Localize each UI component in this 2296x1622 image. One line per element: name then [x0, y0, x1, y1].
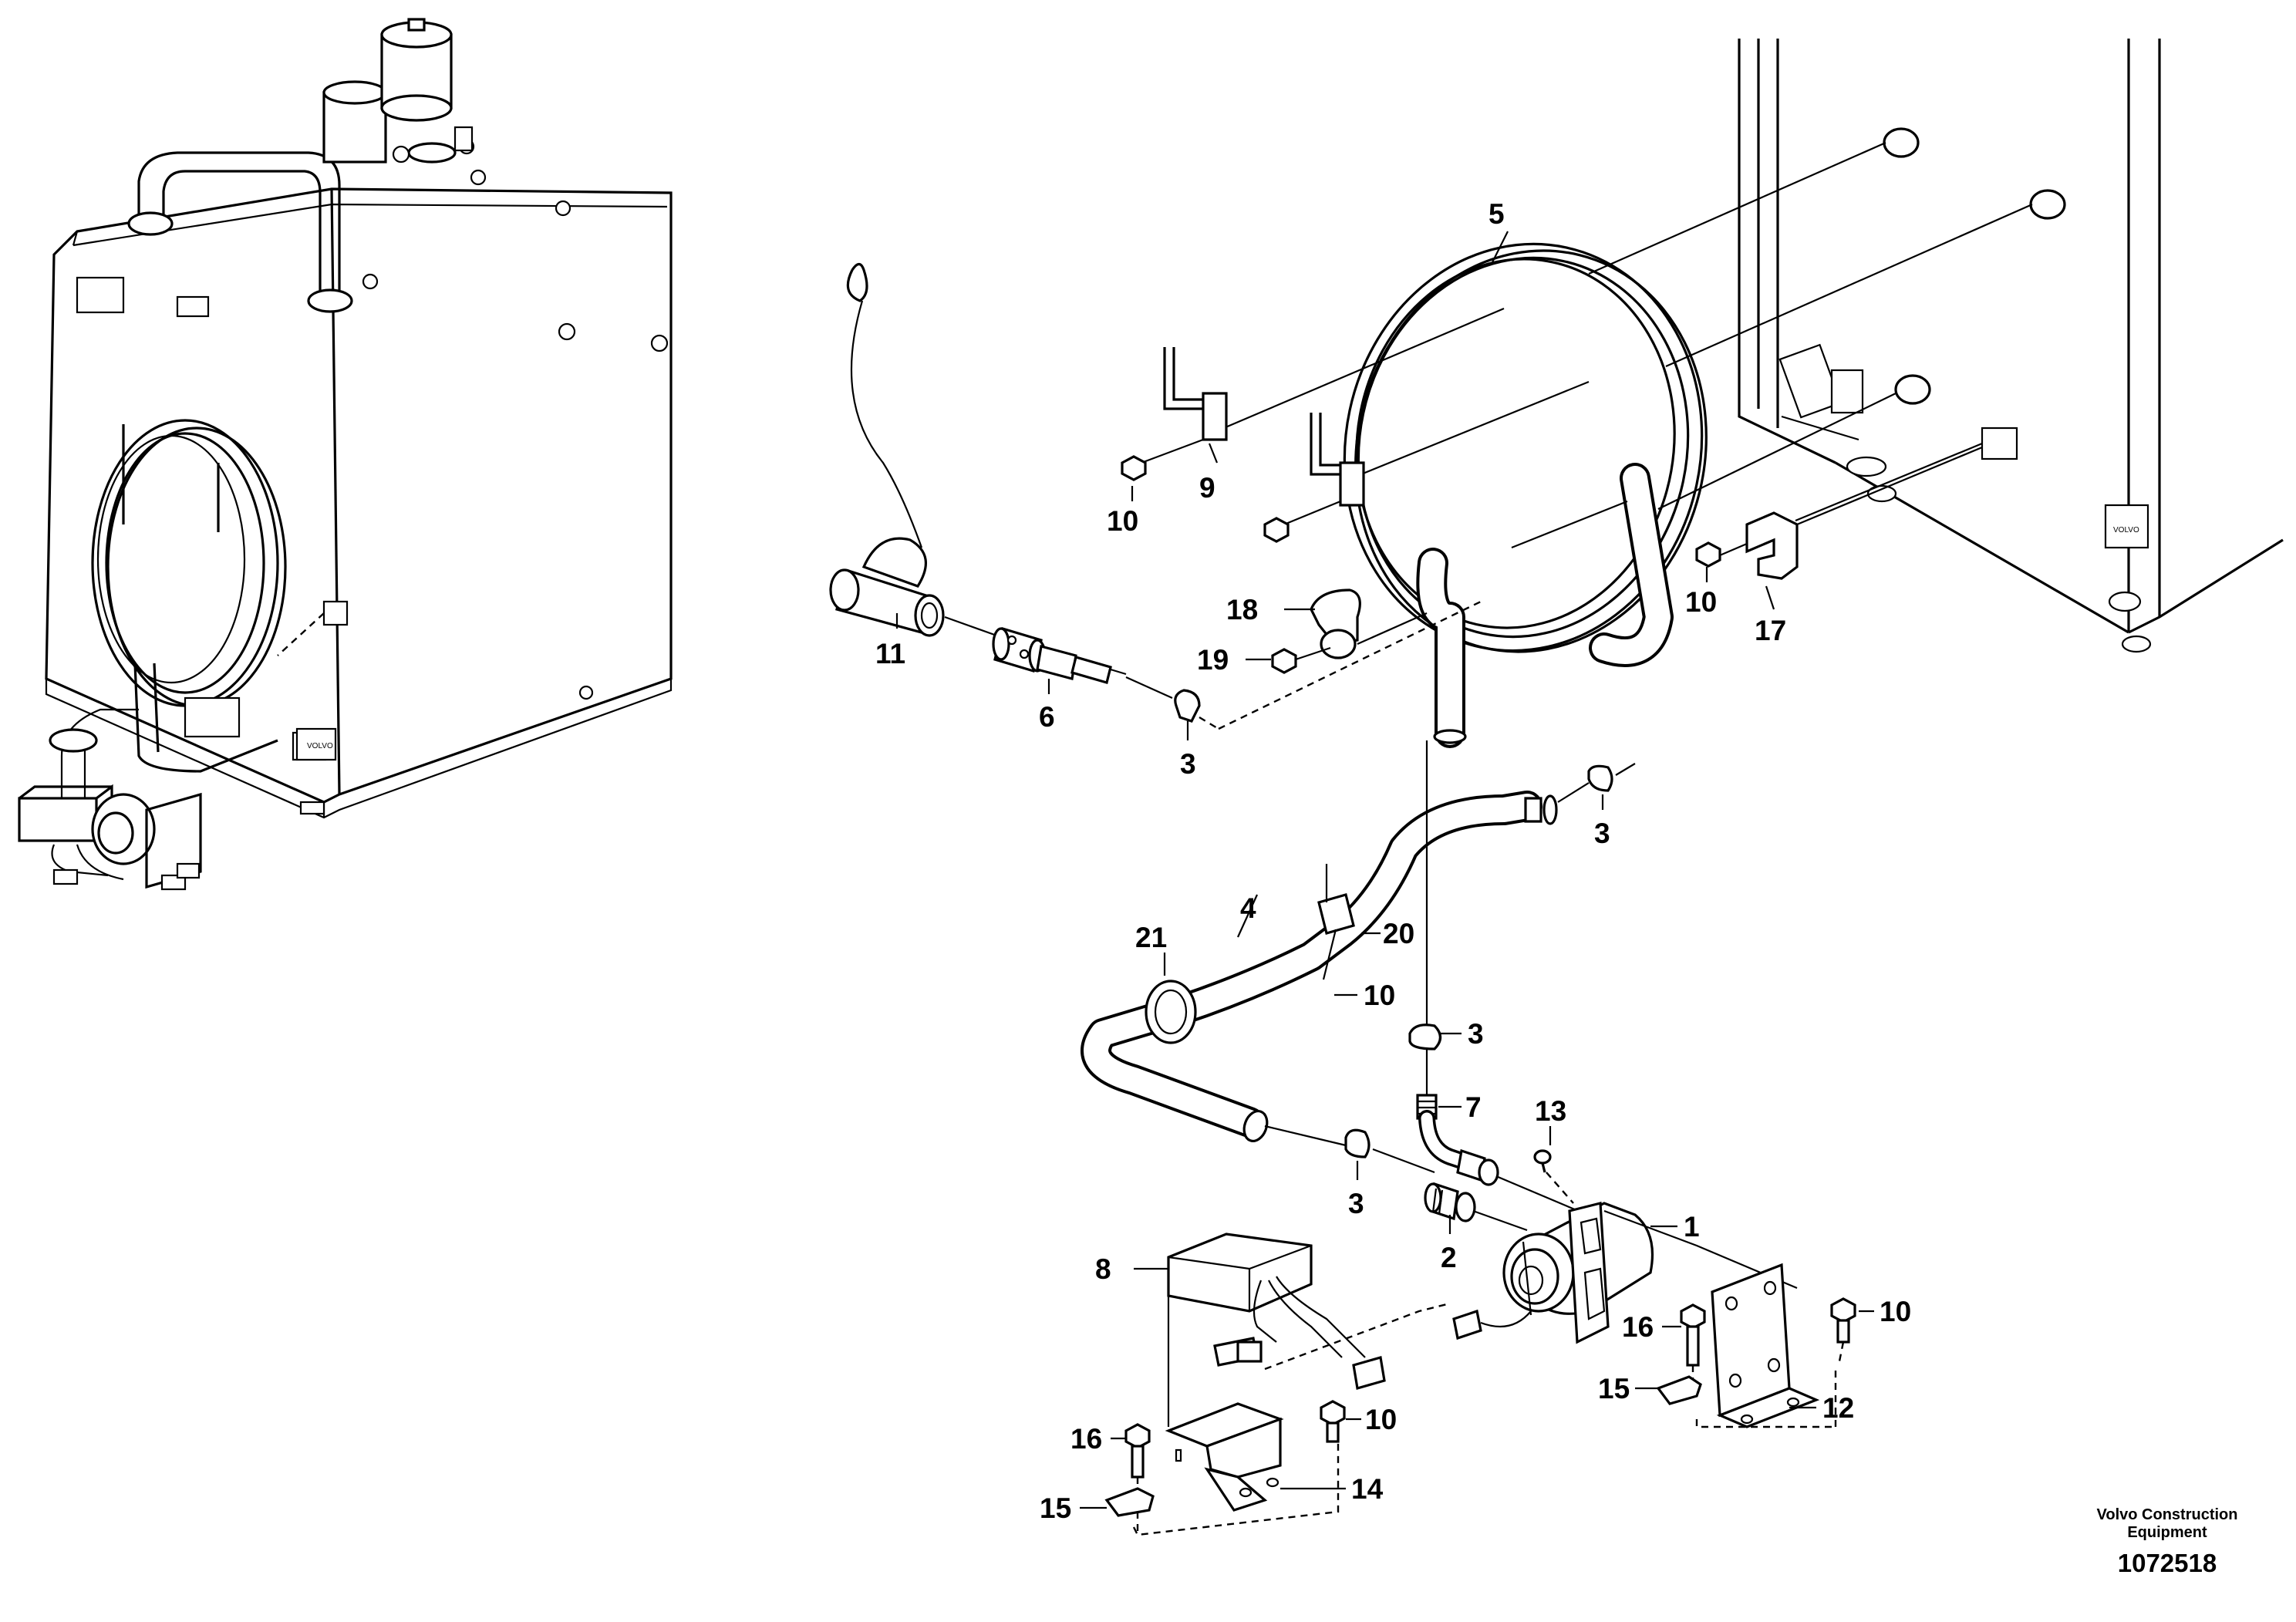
callout-21: 21	[1135, 922, 1167, 953]
publisher-line-2: Equipment	[2127, 1524, 2207, 1541]
callout-14: 14	[1351, 1473, 1384, 1505]
callout-5: 5	[1489, 198, 1505, 230]
sleeve-11	[829, 262, 945, 637]
callout-3: 3	[1594, 818, 1610, 849]
clamp-3-lower	[1344, 1128, 1371, 1158]
svg-text:VOLVO: VOLVO	[307, 742, 333, 750]
bolt-10-left	[1320, 1400, 1346, 1443]
callout-13: 13	[1535, 1095, 1566, 1127]
bolt-16-right	[1680, 1303, 1706, 1381]
clip-15-right	[1656, 1375, 1702, 1405]
callout-10: 10	[1685, 586, 1717, 618]
bolt-10-right	[1830, 1297, 1856, 1362]
fitting-2	[1424, 1182, 1528, 1232]
leader-lines	[895, 231, 1874, 1509]
fitting-7	[1416, 1094, 1597, 1220]
control-box-8	[1167, 1233, 1532, 1427]
clamp-18	[1295, 588, 1428, 661]
publisher-line-1: Volvo Construction	[2096, 1506, 2238, 1523]
callout-1: 1	[1684, 1211, 1700, 1243]
tank-edge-right: VOLVO	[1738, 39, 2284, 653]
callout-10: 10	[1365, 1404, 1397, 1435]
drawing-number: 1072518	[2117, 1549, 2217, 1577]
callout-4: 4	[1240, 892, 1256, 924]
bolt-icon	[1121, 455, 1721, 674]
callout-16: 16	[1622, 1311, 1654, 1343]
heater-1	[1502, 1201, 1798, 1344]
sensor-6	[944, 615, 1219, 730]
bracket-14	[1165, 1402, 1284, 1512]
callout-labels: 5 9 10 10 17 18 19 11 6 3 3 4 20 21 10 3…	[875, 198, 1911, 1524]
callout-17: 17	[1755, 615, 1786, 646]
callout-9: 9	[1199, 472, 1215, 504]
callout-3: 3	[1348, 1188, 1364, 1219]
tank-overview: VOLVO	[18, 18, 673, 891]
callout-15: 15	[1040, 1492, 1071, 1524]
bolt-16-left	[1124, 1423, 1151, 1492]
callout-19: 19	[1197, 644, 1229, 676]
callout-8: 8	[1095, 1253, 1111, 1285]
svg-text:VOLVO: VOLVO	[2113, 526, 2139, 534]
callout-6: 6	[1039, 701, 1055, 733]
callout-2: 2	[1441, 1242, 1457, 1273]
callout-10: 10	[1364, 980, 1395, 1011]
callout-11: 11	[875, 638, 905, 669]
hose-coil	[1343, 242, 1708, 748]
l-bracket-parts	[1141, 347, 1365, 526]
clip-15-left	[1104, 1487, 1155, 1517]
screw-13	[1533, 1149, 1574, 1204]
callout-3: 3	[1468, 1018, 1484, 1050]
callout-10: 10	[1880, 1296, 1911, 1327]
callout-12: 12	[1822, 1392, 1854, 1424]
callout-15: 15	[1598, 1373, 1630, 1404]
callout-18: 18	[1226, 594, 1258, 626]
callout-16: 16	[1070, 1423, 1102, 1455]
callout-7: 7	[1465, 1091, 1482, 1123]
callout-3: 3	[1180, 748, 1196, 780]
bracket-17	[1745, 511, 1799, 580]
hose-4	[1081, 763, 1636, 1142]
callout-10: 10	[1107, 505, 1138, 537]
callout-20: 20	[1383, 918, 1414, 949]
clamp-3-middle	[1408, 1023, 1442, 1050]
publisher-credit: Volvo Construction Equipment	[2052, 1506, 2283, 1542]
bracket-12	[1711, 1263, 1820, 1428]
